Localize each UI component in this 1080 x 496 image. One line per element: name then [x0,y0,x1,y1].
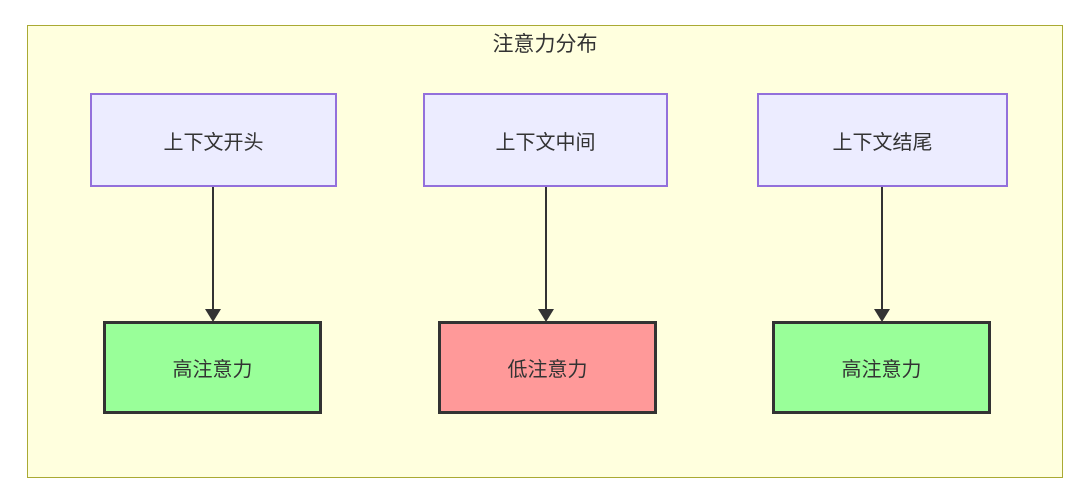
node-low-attention-middle: 低注意力 [438,321,657,414]
node-context-start: 上下文开头 [90,93,337,187]
node-high-attention-right-label: 高注意力 [841,359,922,381]
node-context-middle: 上下文中间 [423,93,668,187]
node-low-attention-middle-label: 低注意力 [507,359,588,381]
diagram-title: 注意力分布 [492,33,598,56]
arrow-start-to-high-line [212,187,214,309]
node-context-middle-label: 上下文中间 [495,131,596,154]
arrow-start-to-high-head-icon [205,309,221,322]
arrow-middle-to-low-head-icon [538,309,554,322]
node-high-attention-left-label: 高注意力 [172,359,253,381]
arrow-middle-to-low-line [545,187,547,309]
node-context-start-label: 上下文开头 [163,131,264,154]
arrow-end-to-high-line [881,187,883,309]
node-context-end: 上下文结尾 [757,93,1008,187]
node-high-attention-right: 高注意力 [772,321,991,414]
node-high-attention-left: 高注意力 [103,321,322,414]
arrow-end-to-high-head-icon [874,309,890,322]
node-context-end-label: 上下文结尾 [832,131,933,154]
